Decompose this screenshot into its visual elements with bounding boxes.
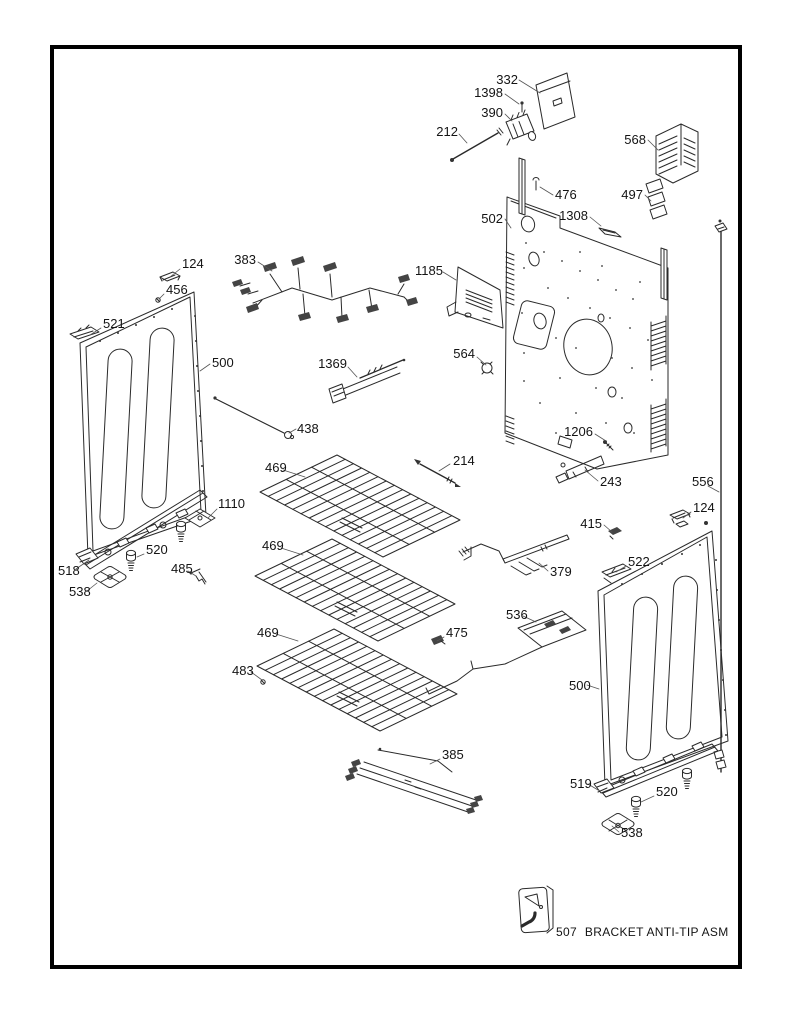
callout-521: 521 <box>103 316 125 331</box>
callout-leader-lines <box>75 79 720 833</box>
callout-520-right: 520 <box>656 784 678 799</box>
callout-502: 502 <box>481 211 503 226</box>
callout-456: 456 <box>166 282 188 297</box>
callout-485: 485 <box>171 561 193 576</box>
screw-1398 <box>520 101 524 113</box>
clip-1308 <box>598 227 622 238</box>
rod-556 <box>713 219 728 773</box>
callout-500-right: 500 <box>569 678 591 693</box>
leveling-leg-520-left-b <box>176 520 186 542</box>
vent-plate-1185 <box>446 266 504 329</box>
callout-1206: 1206 <box>564 424 593 439</box>
screw-483 <box>260 679 266 685</box>
callout-385: 385 <box>442 747 464 762</box>
rod-214 <box>414 459 461 487</box>
callout-568: 568 <box>624 132 646 147</box>
callout-564: 564 <box>453 346 475 361</box>
callout-519: 519 <box>570 776 592 791</box>
callout-518: 518 <box>58 563 80 578</box>
screw-476 <box>532 177 540 191</box>
anti-tip-bracket-507 <box>518 885 554 934</box>
callout-476: 476 <box>555 187 577 202</box>
callout-1369: 1369 <box>318 356 347 371</box>
callout-332: 332 <box>496 72 518 87</box>
callout-390: 390 <box>481 105 503 120</box>
callout-500-left: 500 <box>212 355 234 370</box>
foot-538-left <box>93 566 127 588</box>
clip-415 <box>608 527 622 540</box>
callout-124-left: 124 <box>182 256 204 271</box>
tube-379 <box>458 534 570 576</box>
bracket-521 <box>69 324 100 340</box>
callout-1110: 1110 <box>218 496 245 511</box>
clip-475 <box>431 635 446 645</box>
rod-438 <box>213 396 295 440</box>
screw-456 <box>155 297 161 303</box>
wire-harness-385 <box>345 747 483 814</box>
pad-1110 <box>184 508 216 528</box>
terminal-block-390 <box>505 109 537 146</box>
callout-522: 522 <box>628 554 650 569</box>
callout-536: 536 <box>506 607 528 622</box>
wire-harness-383 <box>232 256 418 323</box>
screw-1206 <box>603 440 614 451</box>
screw-212 <box>450 127 504 162</box>
callout-243: 243 <box>600 474 622 489</box>
callout-379: 379 <box>550 564 572 579</box>
callout-469-bottom: 469 <box>257 625 279 640</box>
bracket-536 <box>425 610 587 695</box>
callout-labels: 332 1398 390 212 568 476 497 1308 502 11… <box>58 72 715 840</box>
rail-519 <box>593 741 719 798</box>
callout-483: 483 <box>232 663 254 678</box>
oven-rack-469-middle <box>254 538 456 642</box>
leveling-leg-520-right-a <box>631 795 641 817</box>
page-border <box>50 45 742 969</box>
retainer-497 <box>645 178 668 220</box>
callout-469-middle: 469 <box>262 538 284 553</box>
callout-438: 438 <box>297 421 319 436</box>
callout-383: 383 <box>234 252 256 267</box>
callout-538-right: 538 <box>621 825 643 840</box>
clip-564 <box>480 361 494 375</box>
callout-497: 497 <box>621 187 643 202</box>
callout-1308: 1308 <box>559 208 588 223</box>
callout-556: 556 <box>692 474 714 489</box>
clip-124-right <box>669 509 691 528</box>
leveling-leg-520-right-b <box>682 767 692 789</box>
side-panel-right-500 <box>597 521 729 787</box>
callout-520-left: 520 <box>146 542 168 557</box>
callout-415: 415 <box>580 516 602 531</box>
callout-1398: 1398 <box>474 85 503 100</box>
louver-bracket-568 <box>655 123 699 184</box>
callout-469-top: 469 <box>265 460 287 475</box>
callout-214: 214 <box>453 453 475 468</box>
rail-518 <box>75 489 208 570</box>
oven-rack-469-bottom <box>256 628 458 732</box>
support-1369 <box>328 358 406 404</box>
callout-538-left: 538 <box>69 584 91 599</box>
callout-212: 212 <box>436 124 458 139</box>
callout-475: 475 <box>446 625 468 640</box>
foot-538-right <box>601 813 635 835</box>
oven-rack-469-top <box>259 454 461 558</box>
bracket-332 <box>535 72 576 130</box>
callout-124-right: 124 <box>693 500 715 515</box>
callout-1185: 1185 <box>415 263 443 278</box>
back-panel-502 <box>504 157 669 470</box>
leveling-leg-520-left-a <box>126 549 136 571</box>
